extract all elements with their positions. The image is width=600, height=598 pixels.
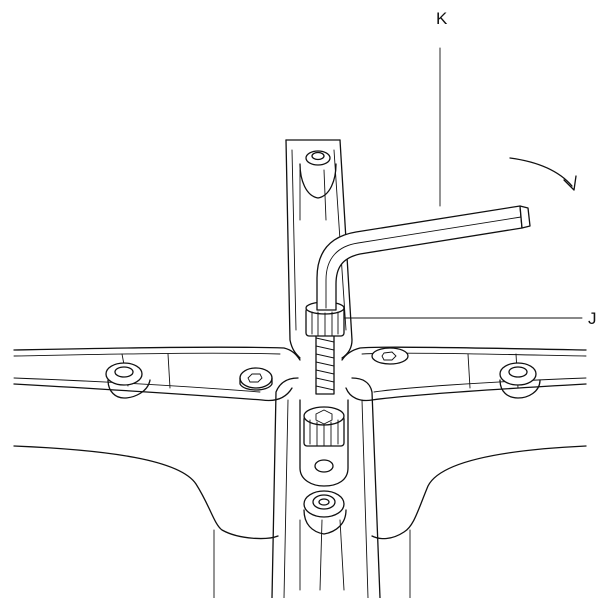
- mounting-boss-bottom: [303, 490, 347, 535]
- callout-k: K: [436, 9, 448, 28]
- hex-key: [316, 205, 531, 311]
- screw-left: [239, 367, 273, 391]
- threaded-bolt: [315, 329, 335, 395]
- bolt-head-lower: [299, 399, 349, 487]
- mounting-boss-top: [299, 150, 337, 199]
- screw-right: [371, 347, 409, 365]
- bolt-head-upper: [305, 301, 345, 337]
- callout-j: J: [588, 309, 597, 328]
- mounting-boss-left: [105, 362, 151, 399]
- chair-base: [13, 139, 587, 598]
- mounting-boss-right: [499, 362, 541, 399]
- rotation-arrow-icon: [509, 157, 577, 191]
